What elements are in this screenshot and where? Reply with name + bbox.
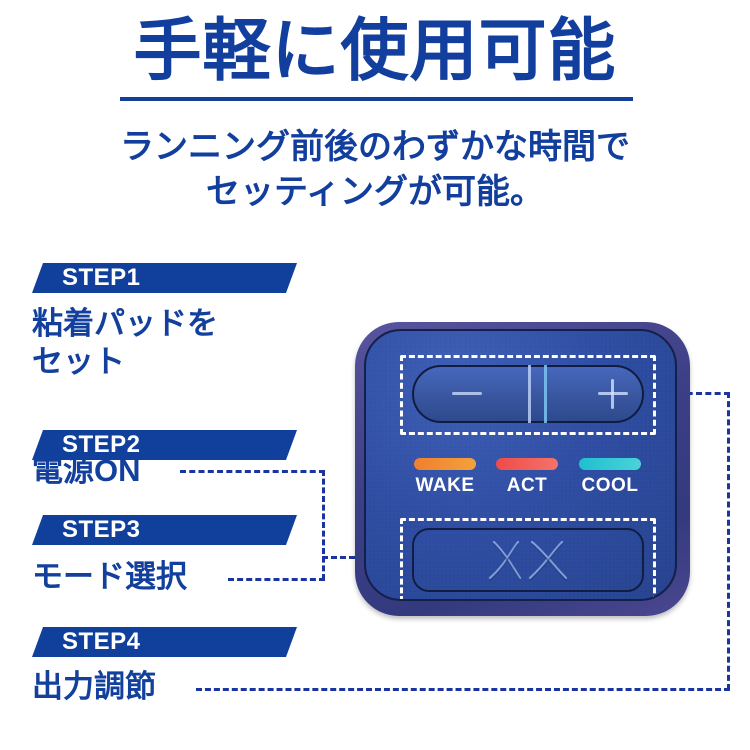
step-badge-1: STEP1 — [32, 263, 297, 293]
connector-step4-vertical — [727, 392, 730, 690]
led-act-indicator — [496, 458, 558, 470]
device-face-panel: WAKE ACT COOL — [364, 329, 677, 601]
step-label-2: 電源ON — [32, 453, 141, 488]
step-badge-4: STEP4 — [32, 627, 297, 657]
connector-step4-horizontal — [196, 688, 730, 691]
connector-to-rocker-button — [668, 392, 730, 395]
minus-icon — [452, 392, 482, 395]
step-label-4: 出力調節 — [32, 669, 156, 704]
step-badge-3: STEP3 — [32, 515, 297, 545]
highlight-box-mode — [400, 518, 656, 599]
title-underline — [120, 97, 633, 101]
device-body: WAKE ACT COOL — [355, 322, 690, 616]
pause-bar-left-icon — [528, 365, 531, 423]
connector-step2-horizontal — [180, 470, 325, 473]
page-subtitle: ランニング前後のわずかな時間で セッティングが可能。 — [0, 125, 750, 215]
led-wake-indicator — [414, 458, 476, 470]
connector-step3-horizontal — [228, 578, 325, 581]
mode-select-button[interactable] — [412, 528, 644, 592]
led-label-act: ACT — [506, 475, 548, 496]
step-badge-2: STEP2 — [32, 430, 297, 460]
led-label-wake: WAKE — [415, 475, 475, 496]
highlight-box-rocker — [400, 355, 656, 435]
page-title: 手軽に使用可能 — [133, 13, 617, 89]
plus-icon-vertical — [611, 379, 614, 409]
xx-logo-icon — [488, 540, 568, 581]
connector-to-mode-button — [322, 556, 382, 559]
step-label-3: モード選択 — [32, 559, 187, 594]
led-label-cool: COOL — [581, 475, 639, 496]
connector-step2-step3-vertical — [322, 470, 325, 580]
subtitle-line-1: ランニング前後のわずかな時間で — [120, 128, 630, 166]
pause-bar-right-icon — [544, 365, 547, 423]
step-label-1: 粘着パッドを セット — [32, 306, 218, 379]
subtitle-line-2: セッティングが可能。 — [206, 173, 544, 211]
led-cool-indicator — [579, 458, 641, 470]
